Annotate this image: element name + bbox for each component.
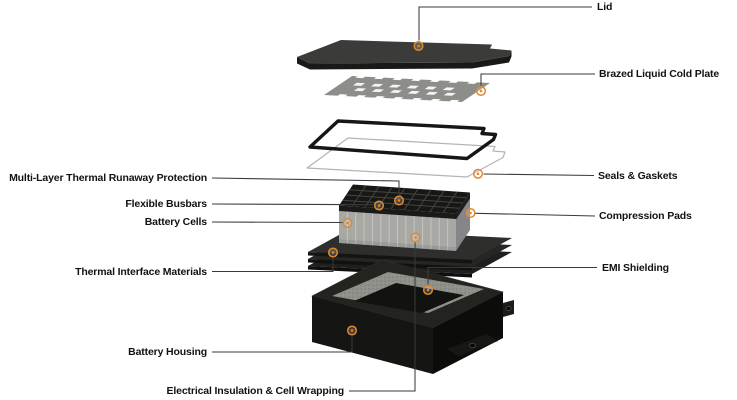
label-electrical-insulation-cell-wrapping: Electrical Insulation & Cell Wrapping bbox=[166, 385, 345, 397]
compression-pads-marker-icon bbox=[465, 207, 476, 219]
housing-cavity bbox=[354, 283, 464, 313]
module-side-face bbox=[456, 192, 470, 251]
cell-wrapping-marker-icon bbox=[410, 232, 421, 243]
battery-housing-marker-icon bbox=[346, 325, 358, 336]
label-seals-gaskets: Seals & Gaskets bbox=[598, 169, 678, 182]
lid-top-face bbox=[297, 40, 512, 64]
cold-plate-marker-icon bbox=[475, 85, 487, 97]
emi-shielding-leader-line bbox=[427, 266, 597, 285]
thermal-interface-leader-line bbox=[212, 257, 334, 273]
label-battery-cells: Battery Cells bbox=[144, 216, 207, 228]
label-emi-shielding: EMI Shielding bbox=[602, 261, 669, 274]
busbar-overhang bbox=[339, 205, 456, 219]
cold-plate-leader-line bbox=[480, 73, 595, 86]
compression-pads-leader-line bbox=[475, 212, 596, 217]
battery-cells-marker-icon bbox=[342, 217, 353, 229]
thermal-interface-marker-icon bbox=[327, 247, 339, 258]
battery-housing-leader-line bbox=[212, 335, 353, 353]
label-multi-layer-thermal-runaway-protection: Multi-Layer Thermal Runaway Protection bbox=[9, 172, 207, 184]
seals-gaskets-leader-line bbox=[483, 173, 595, 177]
label-lid: Lid bbox=[597, 1, 613, 13]
flexible-busbars-marker-icon bbox=[373, 200, 385, 211]
module-side-top-band bbox=[456, 192, 470, 220]
label-flexible-busbars: Flexible Busbars bbox=[125, 198, 207, 210]
housing-right-wall bbox=[433, 292, 503, 374]
battery-cell-module bbox=[339, 185, 470, 252]
label-brazed-liquid-cold-plate: Brazed Liquid Cold Plate bbox=[599, 68, 720, 80]
tab-hole bbox=[469, 342, 476, 349]
lid-marker-icon bbox=[413, 40, 424, 52]
cell-wrapping-leader-line bbox=[349, 242, 416, 392]
flexible-busbars-leader-line bbox=[211, 203, 375, 206]
emi-shielding-marker-icon bbox=[422, 284, 434, 296]
seals-gaskets-marker-icon bbox=[472, 168, 484, 179]
housing-front-wall bbox=[312, 296, 433, 374]
lid-leader-line bbox=[418, 6, 592, 41]
label-compression-pads: Compression Pads bbox=[599, 210, 692, 222]
thermal-runaway-leader-line bbox=[211, 177, 400, 195]
label-battery-housing: Battery Housing bbox=[128, 346, 207, 358]
thermal-runaway-marker-icon bbox=[393, 195, 405, 206]
cells-front-face bbox=[339, 211, 456, 251]
battery-housing-part bbox=[311, 259, 514, 374]
label-thermal-interface-materials: Thermal Interface Materials bbox=[75, 265, 207, 278]
seal-outline bbox=[308, 119, 498, 161]
lid-side-face bbox=[297, 50, 512, 70]
busbar-top-face bbox=[339, 185, 470, 214]
lid-part bbox=[297, 40, 512, 70]
cold-plate-part bbox=[324, 75, 490, 103]
flange-hole bbox=[505, 306, 512, 311]
battery-cells-leader-line bbox=[211, 221, 343, 224]
